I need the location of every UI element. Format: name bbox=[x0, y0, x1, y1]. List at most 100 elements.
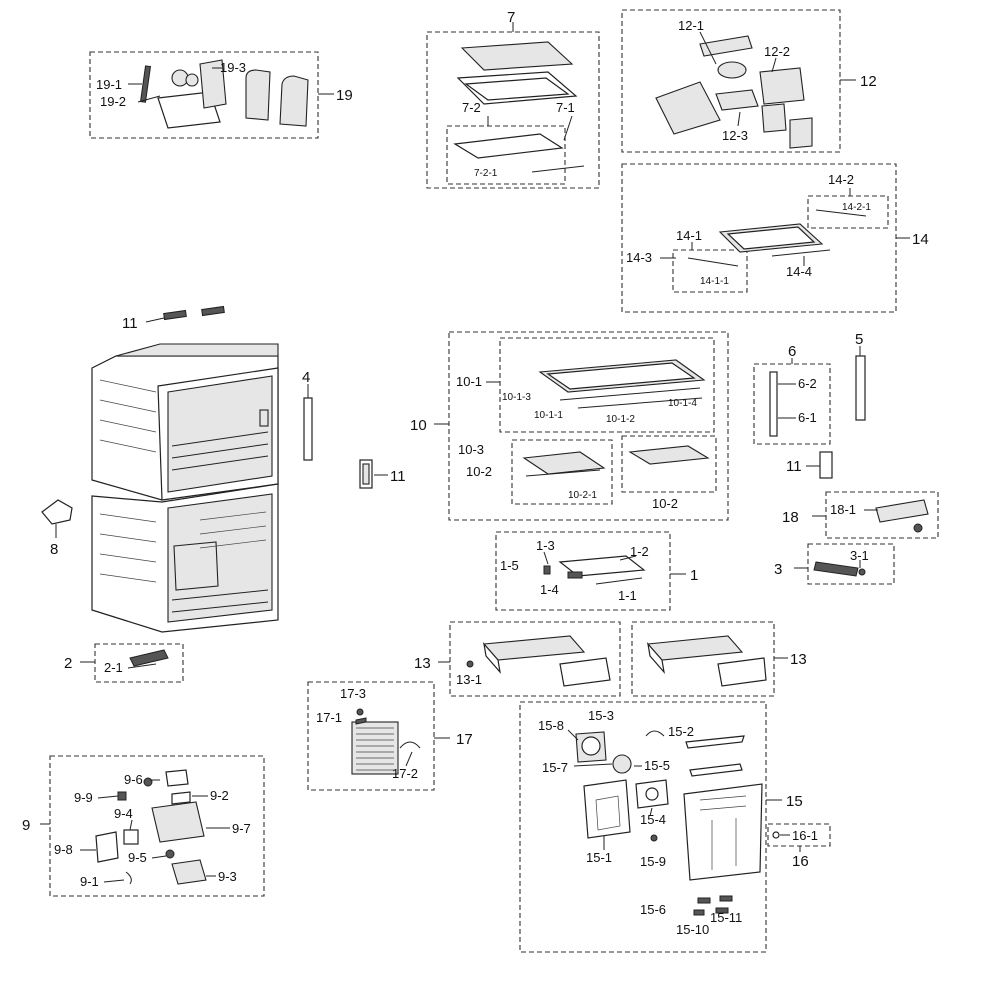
group-10: 10 10-1 10-1-3 10-1-1 10-1-2 10-1-4 10-3… bbox=[410, 331, 729, 521]
part-16-1 bbox=[772, 831, 780, 839]
label-6: 6 bbox=[788, 343, 796, 360]
part-5 bbox=[855, 355, 866, 421]
group-2: 2 2-1 bbox=[64, 643, 184, 683]
label-15-9: 15-9 bbox=[640, 854, 666, 869]
label-13-1: 13-1 bbox=[456, 672, 482, 687]
label-15-10: 15-10 bbox=[676, 922, 709, 937]
label-14-1: 14-1 bbox=[676, 228, 702, 243]
part-9-7 bbox=[151, 801, 205, 843]
label-19: 19 bbox=[336, 87, 353, 104]
label-19-2: 19-2 bbox=[100, 94, 126, 109]
group-9: 9 9-6 9-9 9-2 9-4 9-7 9-8 9-5 9-1 9-3 bbox=[22, 755, 265, 897]
label-9: 9 bbox=[22, 817, 30, 834]
label-1-2: 1-2 bbox=[630, 544, 649, 559]
label-9-7: 9-7 bbox=[232, 821, 251, 836]
part-9-6 bbox=[143, 777, 153, 787]
label-12-3: 12-3 bbox=[722, 128, 748, 143]
label-2-1: 2-1 bbox=[104, 660, 123, 675]
label-1-1: 1-1 bbox=[618, 588, 637, 603]
part-12-housing bbox=[655, 81, 721, 135]
part-19-1 bbox=[139, 65, 152, 103]
part-6-1 bbox=[769, 371, 778, 437]
label-9-8: 9-8 bbox=[54, 842, 73, 857]
label-10-2-left: 10-2 bbox=[466, 464, 492, 479]
part-7-2 bbox=[453, 133, 564, 159]
part-15-2 bbox=[645, 730, 665, 737]
label-6-2: 6-2 bbox=[798, 376, 817, 391]
group-7: 7 7-1 7-2 7-2-1 bbox=[426, 9, 600, 189]
label-10-1-2: 10-1-2 bbox=[606, 414, 635, 425]
part-9-4 bbox=[123, 829, 139, 845]
label-9-6: 9-6 bbox=[124, 772, 143, 787]
label-16-1: 16-1 bbox=[792, 828, 818, 843]
part-11-top-a bbox=[163, 309, 187, 321]
label-18: 18 bbox=[782, 509, 799, 526]
part-19-3 bbox=[199, 59, 227, 109]
label-1-3: 1-3 bbox=[536, 538, 555, 553]
label-15: 15 bbox=[786, 793, 803, 810]
part-3 bbox=[813, 561, 859, 577]
part-13-drawer-left bbox=[482, 635, 586, 661]
group-1: 1-3 1-2 1-5 1-4 1-1 1 bbox=[495, 531, 698, 611]
label-10-3: 10-3 bbox=[458, 442, 484, 457]
label-15-5: 15-5 bbox=[644, 758, 670, 773]
label-5: 5 bbox=[855, 331, 863, 348]
part-15-1 bbox=[583, 779, 631, 839]
label-11-right: 11 bbox=[786, 458, 802, 475]
label-17-2: 17-3 bbox=[340, 686, 366, 701]
label-14-2: 14-2 bbox=[828, 172, 854, 187]
label-15-8: 15-8 bbox=[538, 718, 564, 733]
label-14-4: 14-4 bbox=[786, 264, 812, 279]
part-8 bbox=[41, 499, 73, 525]
group-6: 6 6-2 6-1 bbox=[753, 343, 831, 445]
label-17: 17 bbox=[456, 731, 473, 748]
part-9-9 bbox=[117, 791, 127, 801]
label-14-2-1: 14-2-1 bbox=[842, 202, 871, 213]
group-12: 12-1 12-2 12-3 12 bbox=[621, 9, 877, 153]
label-11-mid: 11 bbox=[390, 468, 406, 485]
label-18-1: 18-1 bbox=[830, 502, 856, 517]
label-3-1: 3-1 bbox=[850, 548, 869, 563]
cabinet-assembly: 11 4 11 8 bbox=[41, 305, 406, 633]
label-2: 2 bbox=[64, 655, 72, 672]
label-6-1: 6-1 bbox=[798, 410, 817, 425]
group-14: 14-2 14-2-1 14-1 14-3 14-1-1 14-4 14 bbox=[621, 163, 929, 313]
label-15-6: 15-6 bbox=[640, 902, 666, 917]
label-9-3: 9-3 bbox=[218, 869, 237, 884]
label-4: 4 bbox=[302, 369, 310, 386]
part-12-2 bbox=[759, 67, 805, 105]
label-7-2-1: 7-2-1 bbox=[474, 168, 498, 179]
label-14-1-1: 14-1-1 bbox=[700, 276, 729, 287]
label-10-1-4: 10-1-4 bbox=[668, 398, 697, 409]
group-13-left: 13 13-1 bbox=[414, 621, 621, 697]
label-1-4: 1-4 bbox=[540, 582, 559, 597]
label-1-5: 1-5 bbox=[500, 558, 519, 573]
group-18: 18 18-1 bbox=[782, 491, 939, 539]
group-11-right: 11 bbox=[786, 451, 833, 479]
part-9-8 bbox=[95, 831, 119, 863]
label-14: 14 bbox=[912, 231, 929, 248]
group-17: 17-3 17-1 17-2 17 bbox=[307, 681, 473, 791]
label-15-2: 15-2 bbox=[668, 724, 694, 739]
label-14-3: 14-3 bbox=[626, 250, 652, 265]
label-10-1-1: 10-1-1 bbox=[534, 410, 563, 421]
part-11-top-b bbox=[201, 305, 225, 317]
label-9-2: 9-2 bbox=[210, 788, 229, 803]
label-1: 1 bbox=[690, 567, 698, 584]
label-15-3: 15-3 bbox=[588, 708, 614, 723]
group-19: 19-1 19-2 19-3 19 bbox=[89, 51, 353, 139]
part-15-cover bbox=[683, 783, 763, 881]
label-17-3: 17-1 bbox=[316, 710, 342, 725]
group-5: 5 bbox=[855, 331, 866, 421]
part-12-1 bbox=[717, 61, 747, 79]
label-13-right: 13 bbox=[790, 651, 807, 668]
label-11-top: 11 bbox=[122, 315, 138, 332]
group-13-right: 13 bbox=[631, 621, 807, 697]
part-2-1 bbox=[129, 649, 169, 667]
label-7-1: 7-1 bbox=[556, 100, 575, 115]
part-17-evaporator bbox=[351, 721, 399, 775]
part-9-5 bbox=[165, 849, 175, 859]
part-9-6-top bbox=[165, 769, 189, 787]
part-19-2 bbox=[171, 69, 189, 87]
